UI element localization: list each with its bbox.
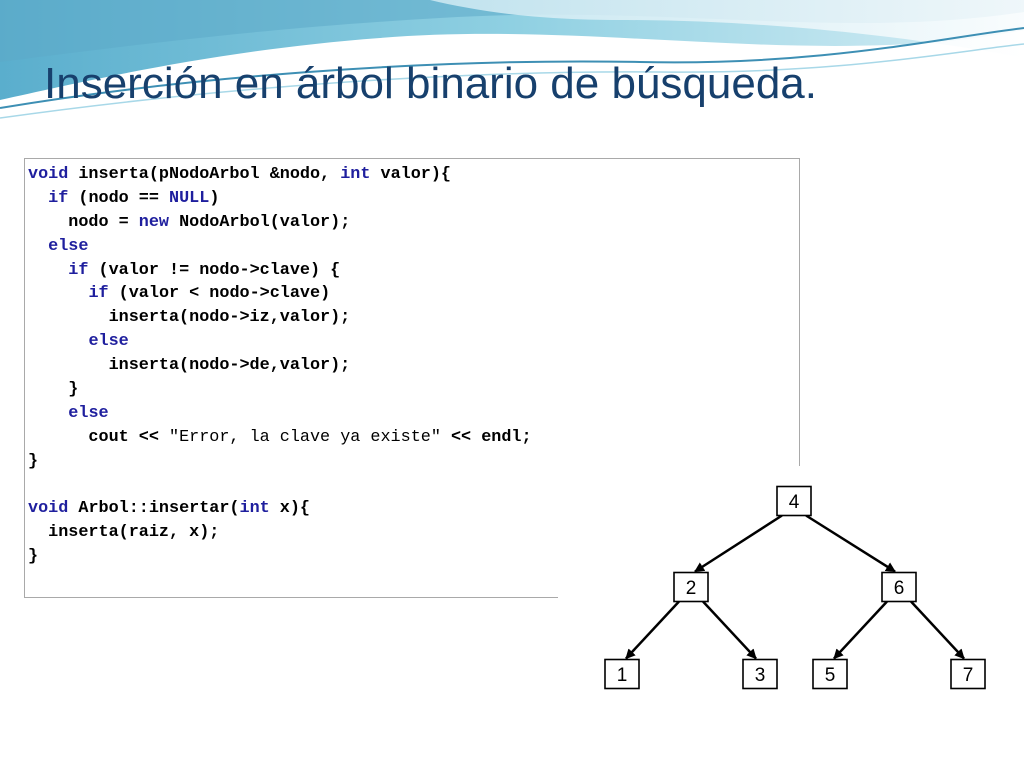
tree-node-1: 1	[604, 658, 640, 690]
code-line: inserta(nodo->iz,valor);	[28, 306, 532, 330]
tree-node-label: 7	[963, 665, 974, 686]
tree-node-label: 6	[894, 578, 905, 599]
tree-edge-6-5	[833, 600, 888, 660]
code-text: x){	[269, 499, 311, 519]
code-text: (valor != nodo->clave) {	[88, 260, 341, 280]
code-line: nodo = new NodoArbol(valor);	[28, 211, 532, 235]
code-line: else	[28, 330, 532, 354]
code-keyword: int	[239, 499, 270, 519]
code-text	[28, 189, 48, 208]
code-text: "Error, la clave ya existe"	[169, 427, 441, 447]
code-keyword: if	[88, 284, 109, 304]
tree-node-label: 2	[686, 578, 697, 599]
code-text: inserta(nodo->de,valor);	[28, 356, 351, 376]
tree-edge-4-2	[694, 514, 783, 573]
tree-node-label: 4	[789, 492, 800, 513]
code-keyword: if	[48, 188, 69, 208]
code-text: }	[28, 547, 39, 567]
code-line: }	[28, 450, 532, 474]
code-line: void inserta(pNodoArbol &nodo, int valor…	[28, 163, 532, 187]
code-line: if (valor != nodo->clave) {	[28, 259, 532, 283]
code-text: << endl;	[440, 427, 532, 447]
tree-node-2: 2	[673, 571, 709, 603]
code-text: }	[28, 451, 39, 471]
code-text	[28, 332, 88, 351]
code-line: }	[28, 378, 532, 402]
slide-title: Inserción en árbol binario de búsqueda.	[44, 59, 817, 108]
tree-node-box	[604, 658, 640, 690]
code-text: inserta(nodo->iz,valor);	[28, 308, 351, 328]
code-block: void inserta(pNodoArbol &nodo, int valor…	[28, 163, 532, 569]
code-text: valor){	[370, 165, 451, 184]
code-keyword: void	[28, 165, 79, 184]
code-text: NodoArbol(valor);	[169, 212, 351, 232]
binary-tree-diagram: 4 2 6 1 3 5 7	[558, 466, 1024, 720]
code-keyword: int	[340, 165, 371, 184]
code-line	[28, 474, 532, 498]
tree-node-label: 1	[617, 665, 628, 686]
tree-edge-2-1	[625, 600, 680, 660]
tree-node-box	[881, 571, 917, 603]
code-line: inserta(nodo->de,valor);	[28, 354, 532, 378]
code-line: }	[28, 545, 532, 569]
tree-node-label: 5	[825, 665, 836, 686]
code-text	[28, 404, 68, 423]
code-line: if (nodo == NULL)	[28, 187, 532, 211]
code-keyword: else	[68, 403, 109, 423]
code-text: Arbol::insertar(	[68, 499, 240, 519]
code-line: else	[28, 235, 532, 259]
tree-node-box	[776, 485, 812, 517]
code-keyword: NULL	[169, 188, 210, 208]
header-wave-decoration	[0, 0, 1024, 140]
code-line: inserta(raiz, x);	[28, 521, 532, 545]
code-text: )	[209, 188, 220, 208]
code-text	[28, 237, 48, 256]
tree-edge-4-6	[805, 514, 896, 573]
code-keyword: else	[48, 236, 89, 256]
code-keyword: new	[138, 212, 169, 232]
code-text: (valor < nodo->clave)	[108, 284, 331, 304]
tree-node-label: 3	[755, 665, 766, 686]
code-text: inserta(pNodoArbol &nodo,	[78, 165, 341, 184]
tree-node-box	[742, 658, 778, 690]
tree-edge-2-3	[702, 600, 757, 660]
tree-node-5: 5	[812, 658, 848, 690]
tree-node-7: 7	[950, 658, 986, 690]
code-line: void Arbol::insertar(int x){	[28, 497, 532, 521]
code-text: }	[28, 380, 79, 400]
code-text: (nodo ==	[68, 188, 170, 208]
code-text: inserta(raiz, x);	[28, 523, 220, 543]
code-keyword: if	[68, 260, 89, 280]
tree-node-box	[950, 658, 986, 690]
code-keyword: else	[88, 332, 129, 352]
code-text	[28, 284, 88, 303]
binary-tree-svg: 4 2 6 1 3 5 7	[604, 485, 986, 690]
code-line: if (valor < nodo->clave)	[28, 282, 532, 306]
tree-node-3: 3	[742, 658, 778, 690]
code-line: else	[28, 402, 532, 426]
tree-edge-6-7	[910, 600, 965, 660]
code-text: cout <<	[28, 427, 169, 447]
tree-node-6: 6	[881, 571, 917, 603]
code-text	[28, 261, 68, 280]
tree-node-box	[673, 571, 709, 603]
code-keyword: void	[28, 499, 69, 519]
code-text: nodo =	[28, 212, 139, 232]
tree-node-box	[812, 658, 848, 690]
code-line: cout << "Error, la clave ya existe" << e…	[28, 426, 532, 450]
tree-node-4: 4	[776, 485, 812, 517]
